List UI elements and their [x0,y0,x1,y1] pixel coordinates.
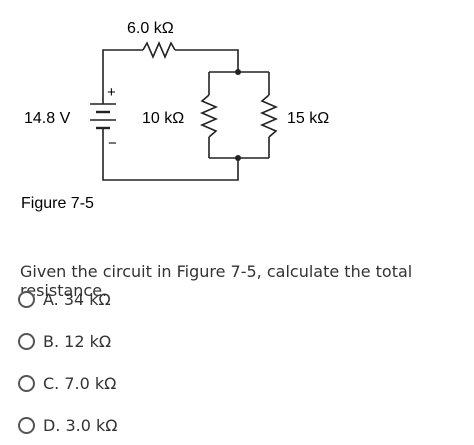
radio-option-d[interactable] [18,417,35,434]
wire-top-left [102,49,143,94]
battery-minus-sign: − [108,135,117,152]
option-b-label: B. 12 kΩ [43,332,112,351]
radio-option-c[interactable] [18,375,35,392]
resistor-15k-label: 15 kΩ [287,110,329,127]
option-d[interactable]: D. 3.0 kΩ [18,416,118,435]
option-d-label: D. 3.0 kΩ [43,416,118,435]
wire-top-right [175,49,239,72]
option-a[interactable]: A. 34 kΩ [18,290,111,309]
radio-option-a[interactable] [18,291,35,308]
option-b[interactable]: B. 12 kΩ [18,332,111,351]
resistor-10k-symbol [199,94,219,138]
option-c-label: C. 7.0 kΩ [43,374,117,393]
option-a-label: A. 34 kΩ [43,290,111,309]
resistor-6k-symbol [142,40,176,60]
resistor-6k-label: 6.0 kΩ [127,20,174,37]
battery-symbol [90,103,116,140]
question-text: Given the circuit in Figure 7-5, calcula… [20,262,413,300]
resistor-10k-label: 10 kΩ [142,110,184,127]
option-c[interactable]: C. 7.0 kΩ [18,374,116,393]
figure-caption: Figure 7-5 [21,195,94,212]
battery-voltage-label: 14.8 V [24,110,71,127]
wire-bottom [102,140,239,181]
junction-dot-top [235,69,241,75]
resistor-15k-symbol [259,94,279,138]
battery-plus-sign: + [107,84,116,101]
circuit-diagram: 6.0 kΩ 14.8 V + − 10 kΩ 15 kΩ Figure 7-5 [21,20,329,212]
radio-option-b[interactable] [18,333,35,350]
junction-dot-bottom [235,155,241,161]
